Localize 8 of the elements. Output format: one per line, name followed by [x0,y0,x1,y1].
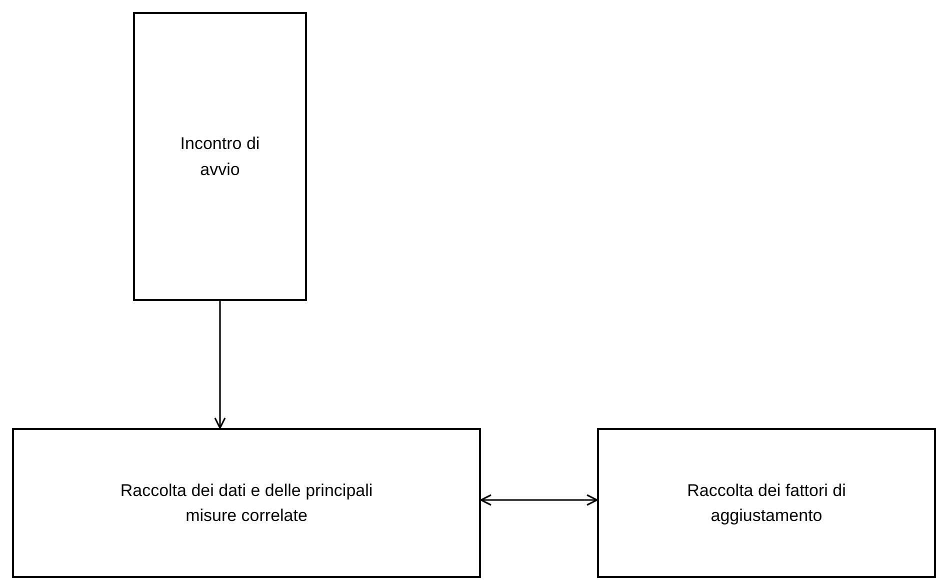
process-box [597,428,936,578]
process-box [12,428,481,578]
box-label: Raccolta dei fattori di aggiustamento [686,480,847,527]
process-box [133,12,307,301]
box-label: Incontro di avvio [179,133,261,180]
box-label: Raccolta dei dati e delle principali misure correlate [119,480,374,527]
arrow [214,301,226,429]
arrow [480,494,598,506]
